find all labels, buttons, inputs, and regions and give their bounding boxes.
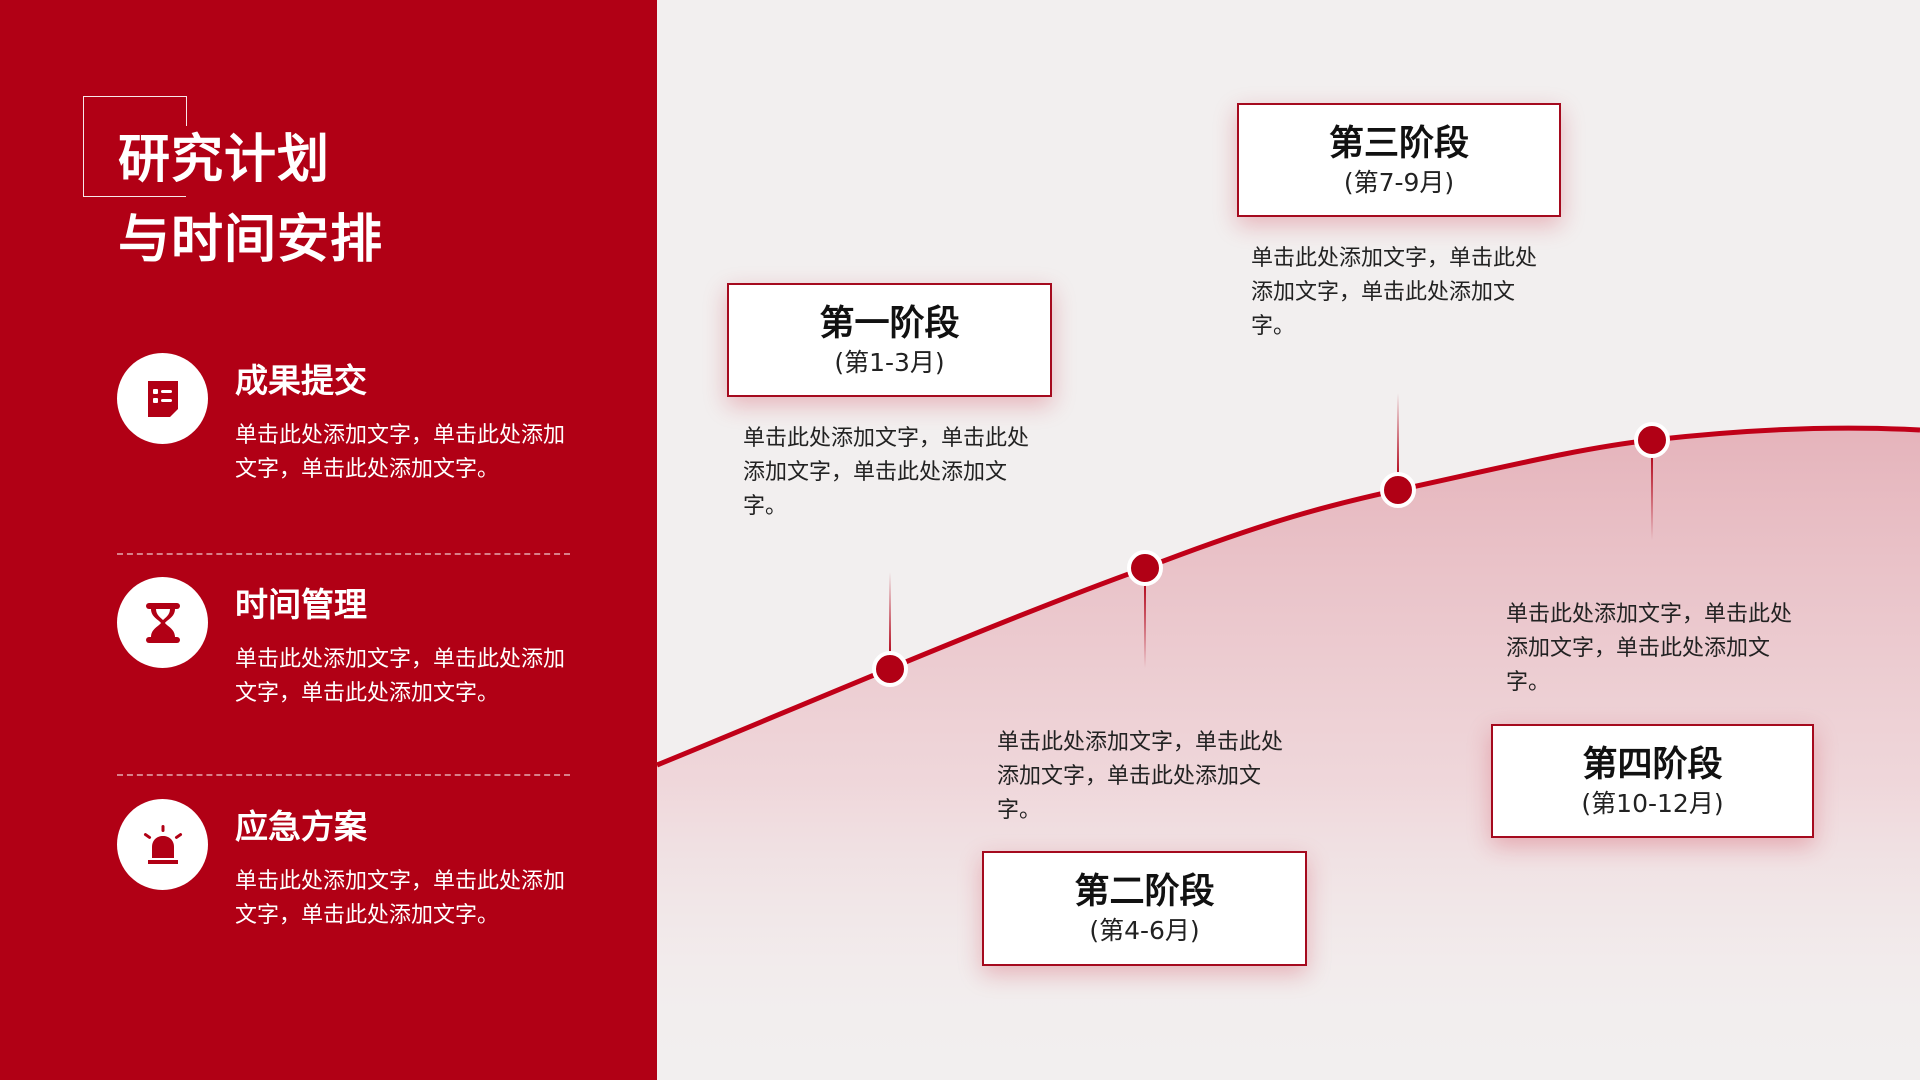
stage-period: (第1-3月) — [834, 348, 945, 377]
feature-icon-circle — [117, 799, 208, 890]
timeline-dot — [872, 422, 1670, 687]
page-title-line1: 研究计划 — [118, 130, 331, 190]
feature-icon-circle — [117, 577, 208, 668]
feature-title: 成果提交 — [235, 361, 367, 400]
feature-desc[interactable]: 单击此处添加文字，单击此处添加文字，单击此处添加文字。 — [235, 423, 566, 482]
stage-period: (第7-9月) — [1343, 168, 1455, 197]
title-decor-frame — [83, 96, 187, 197]
stage-box-4[interactable]: 第四阶段 (第10-12月) — [1491, 724, 1814, 838]
feature-desc[interactable]: 单击此处添加文字，单击此处添加文字，单击此处添加文字。 — [235, 647, 566, 706]
stage-desc-1[interactable]: 单击此处添加文字，单击此处添加文字，单击此处添加文字。 — [743, 426, 1030, 519]
stage-box-2[interactable]: 第二阶段 (第4-6月) — [982, 851, 1307, 966]
stage-desc-4[interactable]: 单击此处添加文字，单击此处添加文字，单击此处添加文字。 — [1506, 602, 1793, 695]
stage-name: 第二阶段 — [1074, 872, 1215, 912]
alarm-siren-icon — [143, 824, 182, 864]
divider — [117, 553, 570, 555]
left-panel — [0, 0, 657, 1080]
hourglass-icon — [145, 602, 180, 643]
feature-icon-circle — [117, 353, 208, 444]
stage-desc-3[interactable]: 单击此处添加文字，单击此处添加文字，单击此处添加文字。 — [1251, 246, 1538, 339]
stage-name: 第一阶段 — [819, 304, 960, 344]
stage-name: 第三阶段 — [1328, 124, 1469, 164]
feature-desc[interactable]: 单击此处添加文字，单击此处添加文字，单击此处添加文字。 — [235, 869, 566, 928]
feature-title: 时间管理 — [235, 585, 367, 624]
stage-period: (第10-12月) — [1581, 789, 1724, 818]
page-title-line2: 与时间安排 — [118, 210, 384, 270]
stage-box-1[interactable]: 第一阶段 (第1-3月) — [727, 283, 1052, 397]
divider — [117, 774, 570, 776]
stage-desc-2[interactable]: 单击此处添加文字，单击此处添加文字，单击此处添加文字。 — [997, 730, 1284, 823]
feature-title: 应急方案 — [235, 807, 367, 846]
stage-name: 第四阶段 — [1582, 745, 1723, 785]
document-list-icon — [147, 380, 178, 417]
stage-box-3[interactable]: 第三阶段 (第7-9月) — [1237, 103, 1561, 217]
stage-period: (第4-6月) — [1089, 916, 1200, 945]
